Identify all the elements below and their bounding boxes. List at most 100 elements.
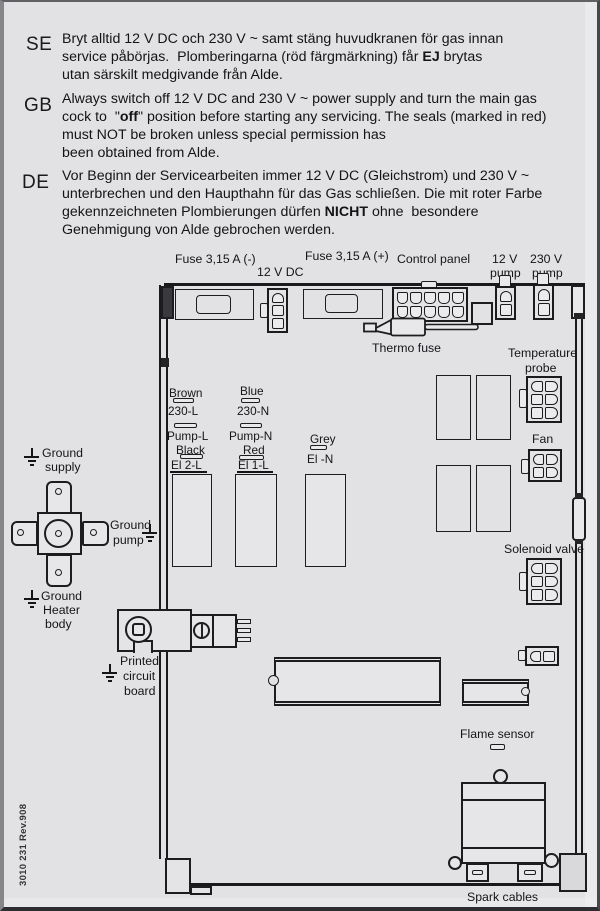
board-corner-bar-top-left (161, 286, 174, 319)
component-rect (436, 375, 471, 440)
transformer-band-bottom (463, 847, 544, 849)
label-12v-pump: 12 V (492, 252, 518, 266)
connector-cell (545, 562, 558, 574)
notice-line: utan särskilt medgivande från Alde. (62, 67, 283, 83)
corner-notch (574, 313, 583, 319)
wire-tab (173, 398, 194, 403)
board-corner-block-bottom-left (165, 858, 191, 894)
connector-cell (271, 305, 284, 316)
connector-cell (545, 589, 558, 601)
notice-line: gekennzeichneten Plombierungen dürfen NI… (62, 204, 479, 220)
label-el-n: El -N (307, 452, 334, 466)
connector-cell (532, 453, 544, 465)
connector-cell (396, 291, 409, 304)
pcb-screw-slot (200, 624, 203, 637)
label-el1l: El 1-L (238, 458, 269, 472)
connector-cell (530, 393, 543, 406)
flame-sensor-component (462, 679, 529, 706)
connector-cell (499, 290, 512, 302)
connector-cell (410, 291, 423, 304)
connector-cell (271, 292, 284, 304)
ground-icon (24, 448, 39, 467)
label-fuse-minus: Fuse 3,15 A (-) (175, 252, 256, 266)
edge-connector-notch-bottom (575, 539, 583, 544)
label-spark-cables: Spark cables (467, 890, 539, 904)
label-el2l: El 2-L (171, 458, 202, 472)
relay-rect (235, 474, 277, 567)
fuse-holder-plus-cap (325, 294, 358, 313)
label-230v-pump: 230 V (530, 252, 563, 266)
connector-12vdc-tab (260, 303, 268, 318)
pcb-pin (237, 637, 251, 642)
label-ground-heater-3: body (45, 617, 72, 631)
terminal-center-hole (55, 530, 62, 537)
connector-fan (528, 449, 562, 482)
terminal-hole (90, 529, 97, 536)
transformer-side-circle-right (544, 853, 559, 868)
edge-connector-right (572, 497, 586, 541)
label-temperature-probe-1: Temperature (508, 346, 578, 360)
terminal-hole (17, 529, 24, 536)
ground-icon (102, 664, 117, 683)
label-control-panel: Control panel (397, 252, 471, 266)
connector-temperature-probe (526, 376, 562, 423)
connector-cell (451, 305, 464, 318)
notice-line: cock to "off" position before starting a… (62, 109, 547, 125)
board-edge-left (159, 285, 168, 859)
label-pcb-3: board (124, 684, 156, 698)
label-black: Black (176, 443, 205, 457)
label-fuse-plus: Fuse 3,15 A (+) (305, 249, 389, 263)
connector-cell (410, 305, 423, 318)
fuse-holder-minus-cap (196, 295, 231, 314)
board-edge-top (164, 283, 585, 286)
flame-sensor-notch (521, 687, 530, 696)
connector-flame-sensor (525, 646, 559, 666)
connector-cell (545, 393, 558, 406)
notice-line: been obtained from Alde. (62, 145, 220, 161)
connector-cell (437, 291, 450, 304)
connector-cell (545, 380, 558, 392)
ic-chip (274, 657, 441, 706)
connector-cell (530, 380, 543, 392)
spark-terminal-pin (524, 870, 536, 875)
label-pump-n: Pump-N (229, 429, 273, 443)
underline (170, 471, 207, 473)
notice-line: unterbrechen und den Haupthahn für das G… (62, 186, 543, 202)
wire-tab (241, 398, 260, 403)
notice-text: Vor Beginn der Servicearbeiten immer 12 … (62, 167, 542, 239)
label-ground-heater-2: Heater (43, 603, 80, 617)
label-ground-pump-1: Ground (110, 518, 152, 532)
connector-cell (437, 305, 450, 318)
terminal-hole (55, 488, 62, 495)
board-corner-block-bottom-right (559, 853, 587, 892)
language-code: SE (26, 34, 53, 55)
board-edge-right (575, 285, 583, 855)
flame-sensor-pointer-tab (490, 744, 505, 750)
component-rect (436, 465, 471, 532)
connector-cell (396, 305, 409, 318)
scan-edge-highlight-right (585, 2, 597, 907)
terminal-arm-left (11, 521, 38, 546)
language-code: DE (22, 172, 50, 193)
connector-cell (530, 575, 543, 588)
label-grey: Grey (310, 432, 336, 446)
transformer-side-circle-left (448, 856, 462, 870)
label-pcb-2: circuit (123, 669, 156, 683)
temperature-probe-tab (519, 389, 527, 408)
connector-cell (537, 303, 550, 316)
label-blue: Blue (240, 384, 264, 398)
pcb-pin (237, 628, 251, 633)
label-12vdc: 12 V DC (257, 265, 304, 279)
label-ground-supply-1: Ground (42, 446, 84, 460)
ignition-transformer (461, 782, 546, 864)
fuse-holder-plus (303, 289, 383, 319)
connector-cell (451, 291, 464, 304)
connector-control-panel (392, 287, 468, 322)
terminal-hole (55, 569, 62, 576)
flame-sensor-tab (518, 650, 526, 661)
connector-cell (424, 305, 436, 318)
connector-cell (546, 453, 558, 465)
label-solenoid-valve: Solenoid valve (504, 542, 584, 556)
label-ground-supply-2: supply (45, 460, 81, 474)
transformer-band-top (463, 799, 544, 801)
